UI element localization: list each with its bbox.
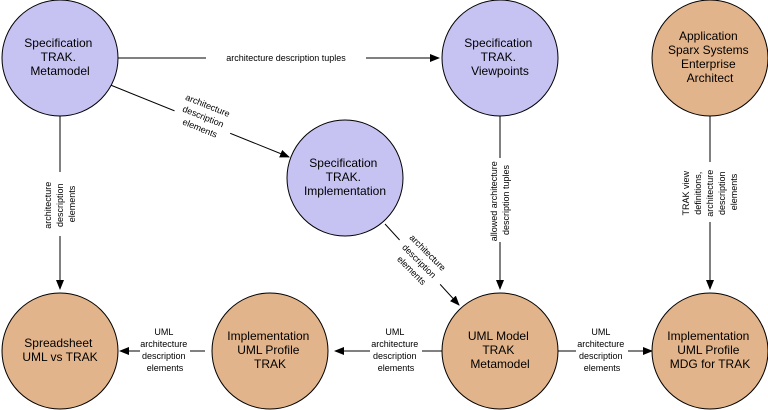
edge-label-viewpoints-to-umlmodel: allowed architecture description tuples (489, 159, 511, 242)
node-uml-model (441, 292, 559, 410)
edge-label-metamodel-to-viewpoints: architecture description tuples (226, 53, 346, 63)
node-spreadsheet (1, 292, 119, 410)
label-spec-metamodel: Specification TRAK. Metamodel (24, 36, 95, 78)
edge-labels: architecture description tuples architec… (40, 50, 742, 375)
label-spec-implementation: Specification TRAK. Implementation (304, 156, 386, 198)
label-impl-uml-profile: Implementation UML Profile TRAK (227, 329, 312, 371)
label-impl-mdg: Implementation UML Profile MDG for TRAK (667, 329, 752, 371)
edge-label-metamodel-to-spreadsheet: architecture description elements (43, 179, 77, 229)
node-spec-viewpoints (441, 0, 559, 117)
node-impl-mdg (651, 292, 768, 410)
label-spec-viewpoints: Specification TRAK. Viewpoints (464, 36, 535, 78)
node-spec-metamodel (1, 0, 119, 117)
edge-label-umlmodel-to-mdg: UML architecture description elements (577, 327, 627, 373)
node-impl-uml-profile (211, 292, 329, 410)
node-app-ea (651, 0, 768, 117)
label-app-ea: Application Sparx Systems Enterprise Arc… (668, 29, 752, 85)
label-uml-model: UML Model TRAK Metamodel (468, 329, 532, 371)
edge-label-ea-to-mdg: TRAK view definitions, architecture desc… (681, 167, 739, 217)
node-spec-implementation (286, 119, 404, 237)
node-labels: Specification TRAK. Metamodel Specificat… (22, 29, 752, 371)
edge-label-umlmodel-to-umlprofile: UML architecture description elements (371, 327, 421, 373)
edge-label-umlprofile-to-spreadsheet: UML architecture description elements (140, 327, 190, 373)
label-spreadsheet: Spreadsheet UML vs TRAK (22, 336, 97, 364)
